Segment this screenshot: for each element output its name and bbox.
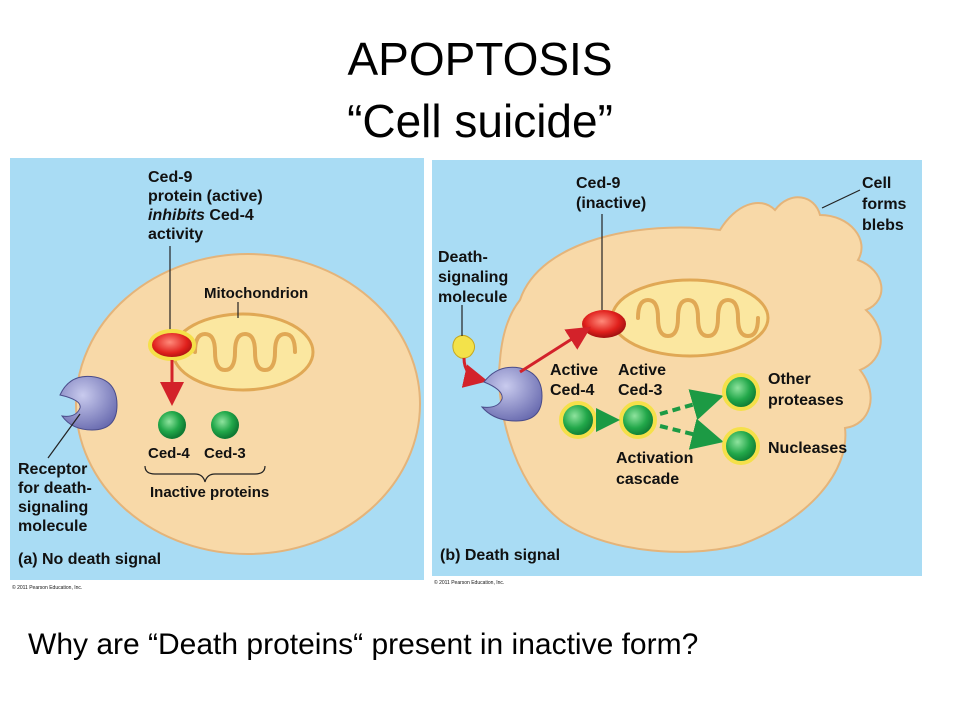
- death-label-1: Death-: [438, 249, 488, 266]
- ced9-label-a-2: protein (active): [148, 188, 263, 205]
- panel-b-copyright: © 2011 Pearson Education, Inc.: [434, 579, 504, 586]
- receptor-label-2: for death-: [18, 480, 92, 497]
- ced9-label-b-2: (inactive): [576, 195, 646, 212]
- ced3-label-a: Ced-3: [204, 445, 246, 462]
- active-ced4-label-2: Ced-4: [550, 382, 595, 399]
- ced3-active-protein: [619, 401, 657, 439]
- activation-arrow: [519, 326, 592, 374]
- ced9-label-b-1: Ced-9: [576, 175, 621, 192]
- page-title: APOPTOSIS: [347, 33, 613, 85]
- ced9-label-a-3: inhibits Ced-4: [148, 207, 254, 224]
- inactive-proteins-label: Inactive proteins: [150, 484, 269, 501]
- cell-a: [75, 253, 421, 555]
- blebs-label-2: forms: [862, 196, 907, 213]
- cascade-label-2: cascade: [616, 471, 679, 488]
- ced9-active-protein: [148, 329, 196, 361]
- other-proteases-label-2: proteases: [768, 392, 844, 409]
- panel-a-caption: (a) No death signal: [18, 551, 161, 568]
- blebs-label-3: blebs: [862, 217, 904, 234]
- other-proteases-protein: [722, 373, 760, 411]
- mitochondrion-a: [171, 312, 315, 392]
- receptor-a: [59, 375, 118, 431]
- receptor-b: [480, 366, 543, 422]
- death-label-2: signaling: [438, 269, 508, 286]
- mitochondrion-label: Mitochondrion: [204, 285, 308, 302]
- cell-b-with-blebs: [498, 196, 883, 553]
- binding-arrow: [461, 357, 488, 388]
- ced3-inactive-protein: [211, 411, 239, 439]
- page-subtitle: “Cell suicide”: [347, 95, 613, 147]
- other-proteases-label-1: Other: [768, 371, 811, 388]
- ced9-inactive-protein: [582, 310, 626, 338]
- receptor-label-1: Receptor: [18, 461, 87, 478]
- ced4-inactive-protein: [158, 411, 186, 439]
- active-ced3-label-1: Active: [618, 362, 666, 379]
- panel-a-copyright: © 2011 Pearson Education, Inc.: [12, 584, 82, 591]
- cascade-arrow-2: [659, 389, 724, 420]
- ced4-label-a: Ced-4: [148, 445, 190, 462]
- ced9-label-a-1: Ced-9: [148, 169, 193, 186]
- death-label-3: molecule: [438, 289, 507, 306]
- mitochondrion-b: [610, 278, 770, 358]
- receptor-label-3: signaling: [18, 499, 88, 516]
- nucleases-protein: [722, 427, 760, 465]
- active-ced3-label-2: Ced-3: [618, 382, 663, 399]
- ced4-active-protein: [559, 401, 597, 439]
- active-ced4-label-1: Active: [550, 362, 598, 379]
- receptor-label-4: molecule: [18, 518, 87, 535]
- nucleases-label: Nucleases: [768, 440, 847, 457]
- ced9-label-a-4: activity: [148, 226, 203, 243]
- panel-b: Ced-9 (inactive) Cell forms blebs Death-…: [432, 160, 922, 586]
- cascade-arrow-3: [659, 418, 724, 450]
- blebs-label-1: Cell: [862, 175, 891, 192]
- question-text: Why are “Death proteins“ present in inac…: [28, 628, 699, 661]
- death-signaling-molecule: [452, 334, 476, 359]
- panel-b-caption: (b) Death signal: [440, 547, 560, 564]
- panel-a: Ced-9 protein (active) inhibits Ced-4 ac…: [10, 158, 424, 591]
- cascade-label-1: Activation: [616, 450, 693, 467]
